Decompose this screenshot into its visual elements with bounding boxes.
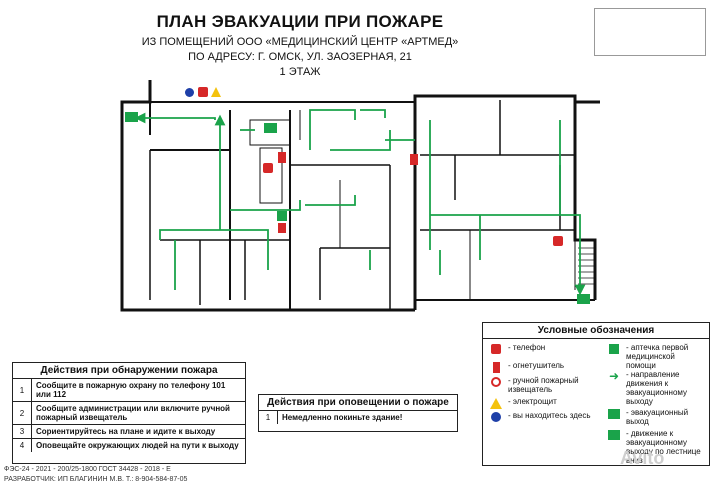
plan-title: ПЛАН ЭВАКУАЦИИ ПРИ ПОЖАРЕ xyxy=(156,12,444,31)
footer-code: ФЭС-24 - 2021 - 200/25-1800 ГОСТ 34428 -… xyxy=(4,466,171,473)
legend-item: - телефон xyxy=(489,343,597,355)
manual-call-point-icon xyxy=(489,376,503,388)
extinguisher-icon xyxy=(278,152,286,163)
watermark: Avito xyxy=(620,448,665,468)
floor-label: 1 ЭТАЖ xyxy=(279,66,321,78)
manual-call-point-icon xyxy=(553,236,563,246)
exit-sign-icon xyxy=(125,112,138,122)
legend-item: - вы находитесь здесь xyxy=(489,411,597,423)
electric-hazard-icon xyxy=(211,87,221,97)
building-walls xyxy=(120,80,600,312)
exit-sign-icon xyxy=(607,408,621,420)
arrow-icon: ➜ xyxy=(608,369,620,383)
legend-title: Условные обозначения xyxy=(483,323,709,339)
extinguisher-icon xyxy=(410,154,418,165)
fire-actions-title: Действия при обнаружении пожара xyxy=(40,365,218,376)
stairs-exit-icon xyxy=(607,429,621,441)
extinguisher-icon xyxy=(489,361,503,373)
legend-item: - эвакуационный выход xyxy=(607,408,705,426)
first-aid-icon xyxy=(607,343,621,355)
first-aid-icon xyxy=(277,211,287,221)
evacuation-routes xyxy=(134,109,586,296)
legend-item: ➜ - направление движения к эвакуационном… xyxy=(608,369,688,406)
stairs-exit-icon xyxy=(264,123,277,133)
legend-item: - ручной пожарный извещатель xyxy=(489,376,597,394)
phone-icon xyxy=(263,163,273,173)
address-line: ПО АДРЕСУ: Г. ОМСК, УЛ. ЗАОЗЕРНАЯ, 21 xyxy=(188,51,412,63)
you-are-here-icon xyxy=(185,88,194,97)
extinguisher-icon xyxy=(278,223,286,233)
exit-sign-icon xyxy=(577,294,590,304)
organization-line: ИЗ ПОМЕЩЕНИЙ ООО «МЕДИЦИНСКИЙ ЦЕНТР «АРТ… xyxy=(141,36,459,48)
legend-item: - движение к эвакуационному выходу по ле… xyxy=(607,429,705,465)
legend-item: - огнетушитель xyxy=(489,361,597,373)
legend-item: - электрощит xyxy=(489,397,597,409)
alert-actions-title: Действия при оповещении о пожаре xyxy=(267,397,449,408)
phone-icon xyxy=(489,343,503,355)
legend-panel: Условные обозначения - телефон - огнетуш… xyxy=(482,322,710,466)
manual-call-point-icon xyxy=(198,87,208,97)
you-are-here-icon xyxy=(489,411,503,423)
footer-developer: РАЗРАБОТЧИК: ИП БЛАГИНИН М.В. Т.: 8-904-… xyxy=(4,476,188,483)
approval-stamp-box xyxy=(594,8,706,56)
legend-item: - аптечка первой медицинской помощи xyxy=(607,343,705,370)
electric-hazard-icon xyxy=(489,397,503,409)
